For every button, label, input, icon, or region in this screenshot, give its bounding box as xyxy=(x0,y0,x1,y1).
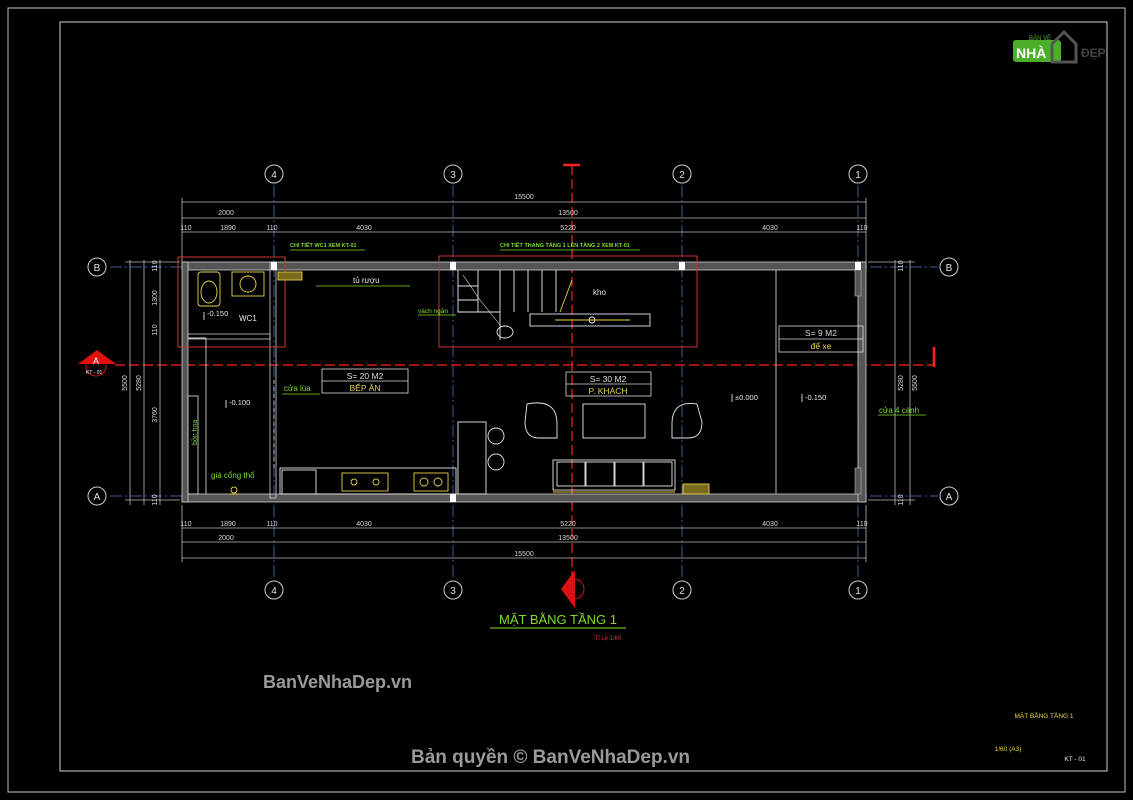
axis-label-3-top: 3 xyxy=(450,170,456,181)
dim-left-part-0: 110 xyxy=(152,260,159,271)
section-marker-bottom xyxy=(561,570,585,608)
level-garage: -0.150 xyxy=(805,393,826,402)
kitchen-counter xyxy=(279,421,505,495)
section-marker-left: A KT - 01 xyxy=(78,350,116,377)
dim-subtotal-top: 13500 xyxy=(558,210,578,217)
dim-left-total: 5500 xyxy=(122,375,129,391)
axis-label-a-left: A xyxy=(94,492,101,503)
dim-seg-top-0: 110 xyxy=(180,225,191,232)
stair xyxy=(457,270,651,340)
axis-label-4-top: 4 xyxy=(271,170,277,181)
dim-left-top: 2000 xyxy=(218,210,234,217)
dim-total-bottom: 15500 xyxy=(514,551,534,558)
watermark-copyright: Bản quyền © BanVeNhaDep.vn xyxy=(411,747,691,768)
dim-left-part-1: 1300 xyxy=(152,290,159,306)
flower-box-label: bồn hoa xyxy=(190,420,199,445)
logo-top-text: BẢN VẼ xyxy=(1029,35,1051,42)
living-furniture xyxy=(524,270,777,495)
room-tags xyxy=(321,325,864,397)
axis-label-b-right: B xyxy=(946,263,953,274)
section-line xyxy=(115,163,936,590)
axis-bubbles xyxy=(87,164,959,600)
level-markers xyxy=(203,312,803,408)
scale-note: Tỉ Lệ 1/60 xyxy=(595,635,622,642)
dim-seg-bot-2: 110 xyxy=(266,521,277,528)
dim-seg-bot-5: 4030 xyxy=(762,521,778,528)
wine-cabinet-label: tủ rượu xyxy=(353,276,380,285)
sliding-door-label: cửa lùa xyxy=(284,384,311,393)
section-marker-code: KT - 01 xyxy=(86,370,103,376)
room-name-kitchen: BẾP ĂN xyxy=(349,383,380,393)
sheet-code: KT - 01 xyxy=(1064,756,1086,763)
wc-label: WC1 xyxy=(239,314,257,323)
wc-fixtures xyxy=(187,271,303,495)
dimension-lines xyxy=(125,198,915,562)
axis-label-3-bottom: 3 xyxy=(450,586,456,597)
dim-left-part-3: 3760 xyxy=(152,407,159,423)
axis-label-4-bottom: 4 xyxy=(271,586,277,597)
dim-right-part-0: 110 xyxy=(898,260,905,271)
dim-seg-bot-0: 110 xyxy=(180,521,191,528)
shoe-rack-label: giá cổng thổ xyxy=(211,471,255,480)
room-name-living: P. KHÁCH xyxy=(588,386,627,396)
dim-left-part-4: 110 xyxy=(152,494,159,505)
room-area-garage: S= 9 M2 xyxy=(805,328,837,338)
axis-label-2-top: 2 xyxy=(679,170,685,181)
dim-seg-top-5: 4030 xyxy=(762,225,778,232)
sheet-name: MẶT BẰNG TẦNG 1 xyxy=(1015,710,1074,720)
sheet-scale: 1/60 (A3) xyxy=(995,746,1022,753)
dim-subtotal-bottom: 13500 xyxy=(558,535,578,542)
level-kitchen: -0.100 xyxy=(229,398,250,407)
dim-total-top: 15500 xyxy=(514,194,534,201)
inner-frame xyxy=(59,21,1108,772)
logo-brand-left: NHÀ xyxy=(1016,45,1046,61)
dim-right-part-2: 5500 xyxy=(912,375,919,391)
dim-seg-top-4: 5220 xyxy=(560,225,576,232)
room-name-garage: để xe xyxy=(811,341,832,351)
axis-label-b-left: B xyxy=(94,263,101,274)
dim-seg-bot-1: 1890 xyxy=(220,521,236,528)
dim-right-part-3: 110 xyxy=(898,494,905,505)
detail-stair-label: CHI TIẾT THANG TẦNG 1 LÊN TẦNG 2 XEM KT-… xyxy=(500,241,630,249)
axis-label-2-bottom: 2 xyxy=(679,586,685,597)
walls xyxy=(181,261,867,503)
door4-label: cửa 4 cánh xyxy=(879,406,919,415)
dim-seg-top-3: 4030 xyxy=(356,225,372,232)
logo-brand-right: ĐẸP xyxy=(1081,46,1106,60)
level-living: ±0.000 xyxy=(735,393,758,402)
dim-seg-bot-4: 5220 xyxy=(560,521,576,528)
outer-frame xyxy=(7,7,1126,793)
detail-wc-label: CHI TIẾT WC1 XEM KT-01 xyxy=(290,242,357,249)
dim-seg-top-2: 110 xyxy=(266,225,277,232)
watermark-site: BanVeNhaDep.vn xyxy=(263,672,413,692)
dim-left-part-2: 110 xyxy=(152,324,159,335)
axis-label-1-bottom: 1 xyxy=(855,586,861,597)
dim-seg-bot-3: 4030 xyxy=(356,521,372,528)
room-area-living: S= 30 M2 xyxy=(590,374,627,384)
dim-seg-bot-6: 110 xyxy=(856,521,867,528)
room-area-kitchen: S= 20 M2 xyxy=(347,371,384,381)
annotation-leaders xyxy=(282,249,926,416)
dim-left-inner: 5280 xyxy=(136,375,143,391)
dim-seg-top-1: 1890 xyxy=(220,225,236,232)
dim-seg-top-6: 110 xyxy=(856,225,867,232)
dim-left-bottom: 2000 xyxy=(218,535,234,542)
brand-logo: BẢN VẼ NHÀ ĐẸP xyxy=(1013,29,1106,64)
axis-label-a-right: A xyxy=(946,492,953,503)
drawing-title: MẶT BẰNG TẦNG 1 xyxy=(499,612,617,627)
level-wc: -0.150 xyxy=(207,309,228,318)
dim-right-part-1: 5280 xyxy=(898,375,905,391)
partition-label: vách ngăn xyxy=(418,308,448,315)
storage-label: kho xyxy=(593,288,606,297)
section-marker-letter: A xyxy=(93,356,99,366)
detail-frames xyxy=(177,255,698,348)
axis-label-1-top: 1 xyxy=(855,170,861,181)
